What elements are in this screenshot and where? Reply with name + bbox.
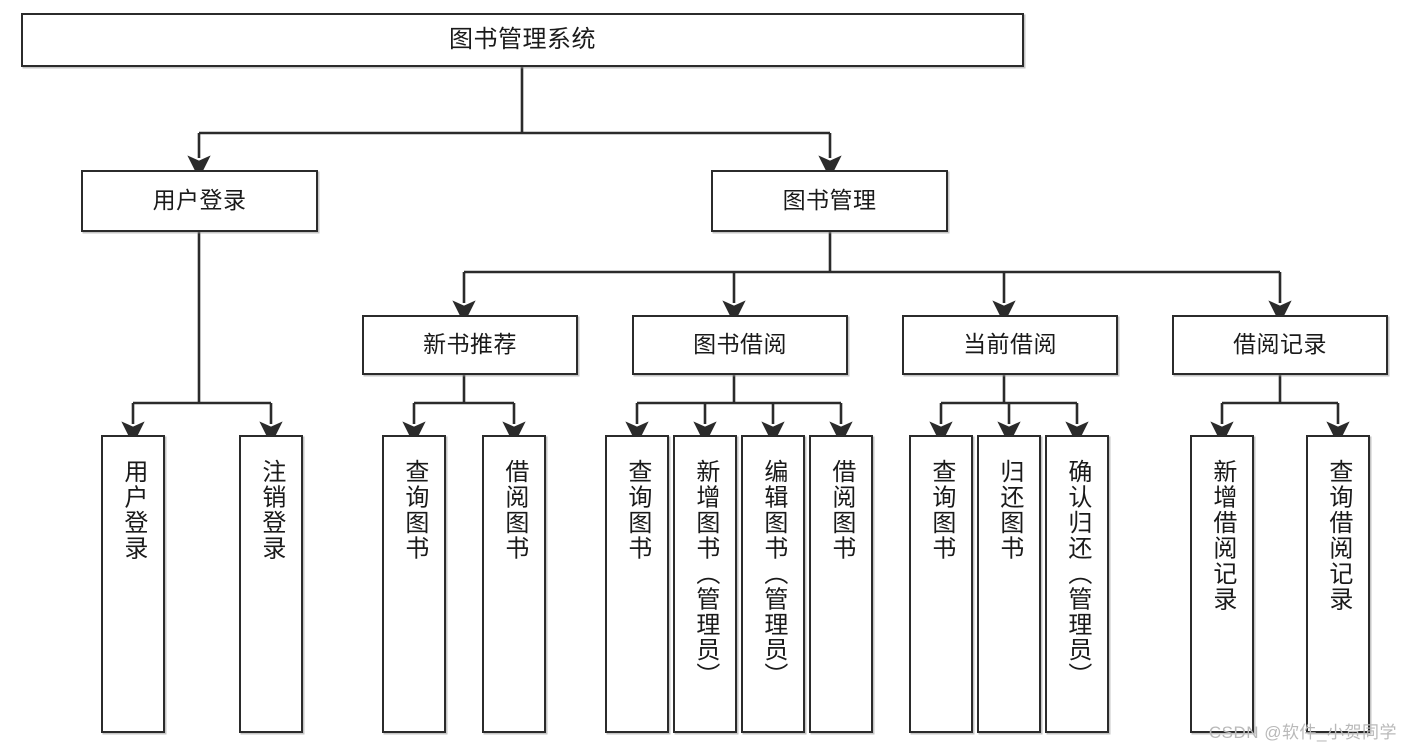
- node-book-borrow[interactable]: 图书借阅: [632, 315, 848, 375]
- node-user-login[interactable]: 用户登录: [81, 170, 318, 232]
- node-leaf-return-book[interactable]: 归还图书: [977, 435, 1041, 733]
- node-leaf-user-login[interactable]: 用户登录: [101, 435, 165, 733]
- node-label: 查询图书: [927, 459, 955, 561]
- node-label: 借阅图书: [827, 459, 855, 561]
- node-leaf-add-borrow-record[interactable]: 新增借阅记录: [1190, 435, 1254, 733]
- node-label: 图书借阅: [693, 331, 787, 358]
- node-current-borrow[interactable]: 当前借阅: [902, 315, 1118, 375]
- node-leaf-query-book-recommend[interactable]: 查询图书: [382, 435, 446, 733]
- node-leaf-borrow-book-recommend[interactable]: 借阅图书: [482, 435, 546, 733]
- node-leaf-add-book-admin[interactable]: 新增图书（管理员）: [673, 435, 737, 733]
- node-label: 新增图书（管理员）: [691, 459, 719, 688]
- node-book-management-system[interactable]: 图书管理系统: [21, 13, 1024, 67]
- node-label: 新增借阅记录: [1208, 459, 1236, 612]
- node-label: 编辑图书（管理员）: [759, 459, 787, 688]
- node-label: 当前借阅: [963, 331, 1057, 358]
- node-book-management[interactable]: 图书管理: [711, 170, 948, 232]
- node-label: 归还图书: [995, 459, 1023, 561]
- node-label: 查询图书: [623, 459, 651, 561]
- node-leaf-edit-book-admin[interactable]: 编辑图书（管理员）: [741, 435, 805, 733]
- node-leaf-query-borrow-record[interactable]: 查询借阅记录: [1306, 435, 1370, 733]
- node-leaf-confirm-return-admin[interactable]: 确认归还（管理员）: [1045, 435, 1109, 733]
- node-label: 用户登录: [152, 187, 247, 214]
- node-borrow-record[interactable]: 借阅记录: [1172, 315, 1388, 375]
- node-label: 新书推荐: [423, 331, 517, 358]
- node-new-book-recommend[interactable]: 新书推荐: [362, 315, 578, 375]
- node-label: 注销登录: [257, 459, 285, 561]
- watermark: CSDN @软件_小贺同学: [1208, 723, 1397, 742]
- node-leaf-query-book-current[interactable]: 查询图书: [909, 435, 973, 733]
- node-label: 借阅图书: [500, 459, 528, 561]
- node-label: 图书管理: [782, 187, 877, 214]
- node-label: 借阅记录: [1233, 331, 1327, 358]
- node-leaf-logout[interactable]: 注销登录: [239, 435, 303, 733]
- node-label: 查询借阅记录: [1324, 459, 1352, 612]
- node-leaf-query-book-borrow[interactable]: 查询图书: [605, 435, 669, 733]
- node-label: 图书管理系统: [449, 25, 596, 53]
- node-leaf-borrow-book[interactable]: 借阅图书: [809, 435, 873, 733]
- node-label: 确认归还（管理员）: [1063, 459, 1091, 688]
- node-label: 查询图书: [400, 459, 428, 561]
- node-label: 用户登录: [119, 459, 147, 561]
